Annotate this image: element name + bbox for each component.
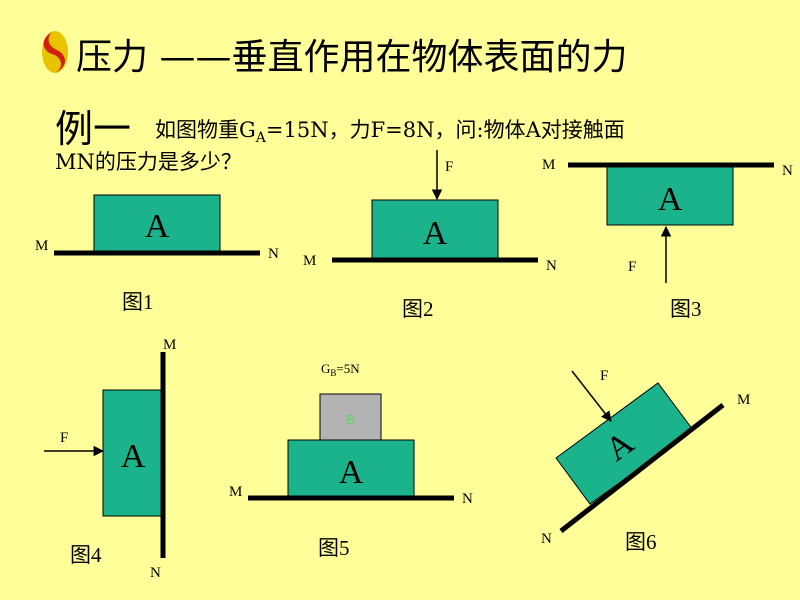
- block-a-label: A: [658, 181, 683, 218]
- label-n: N: [541, 531, 552, 547]
- caption: 图6: [625, 530, 657, 554]
- block-a: [606, 166, 734, 226]
- figure-3: M N A F 图3: [542, 157, 793, 321]
- caption: 图3: [670, 297, 702, 321]
- figure-5: GB=5N B A M N 图5: [229, 361, 473, 560]
- block-a-label: A: [121, 438, 146, 475]
- label-m: M: [163, 337, 176, 353]
- block-a: [287, 439, 415, 498]
- label-n: N: [268, 246, 279, 262]
- question-line-1: 如图物重GA=15N，力F=8N，问:物体A对接触面: [155, 114, 625, 146]
- label-n: N: [150, 565, 161, 581]
- label-m: M: [35, 238, 48, 254]
- question-text-pre: 如图物重G: [155, 118, 256, 142]
- force-arrow: [571, 370, 612, 422]
- block-a-label: A: [145, 208, 170, 245]
- label-n: N: [546, 258, 557, 274]
- caption: 图5: [318, 536, 350, 560]
- block-a-label: A: [339, 454, 364, 491]
- block-a: [93, 194, 221, 253]
- question-line-2: MN的压力是多少？: [55, 150, 242, 174]
- label-n: N: [782, 163, 793, 179]
- weight-label: GB=5N: [321, 361, 360, 378]
- force-label: F: [60, 430, 68, 446]
- block-a-label: A: [423, 215, 448, 252]
- figure-4: A M N F 图4: [44, 337, 176, 581]
- caption: 图4: [70, 543, 102, 567]
- block-a: [371, 199, 499, 260]
- figure-1: A M N 图1: [35, 194, 279, 314]
- force-label: F: [445, 159, 453, 175]
- figure-6: A M N F 图6: [541, 368, 750, 554]
- label-m: M: [303, 253, 316, 269]
- page-title: 压力 ——垂直作用在物体表面的力: [76, 37, 628, 78]
- label-n: N: [462, 491, 473, 507]
- caption: 图1: [122, 290, 154, 314]
- caption: 图2: [402, 297, 434, 321]
- question-text-post: =15N，力F=8N，问:物体A对接触面: [265, 118, 625, 142]
- label-m: M: [542, 157, 555, 173]
- example-label: 例一: [55, 107, 132, 151]
- question-text-sub: A: [255, 130, 266, 147]
- force-label: F: [600, 368, 608, 384]
- block-b-label: B: [347, 412, 356, 427]
- force-label: F: [628, 259, 636, 275]
- figure-2: F A M N 图2: [303, 150, 557, 321]
- label-m: M: [229, 484, 242, 500]
- logo-icon: [42, 31, 68, 73]
- label-m: M: [737, 392, 750, 408]
- surface-mn: [559, 403, 725, 533]
